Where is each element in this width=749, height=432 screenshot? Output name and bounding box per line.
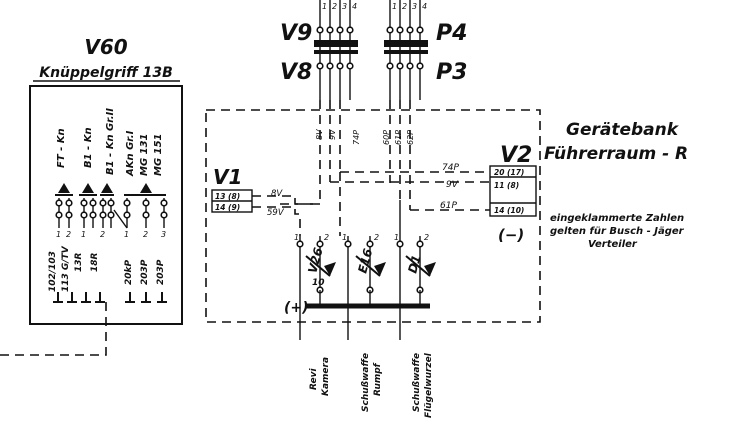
v60-wire-label: 13R (74, 252, 84, 272)
horizontal-wire-lines (330, 171, 490, 236)
v60-wire-label: 18R (90, 252, 100, 272)
v2-row: 11 (8) (494, 181, 519, 190)
v-pin-number: 4 (352, 2, 357, 11)
switch-name: V26 (305, 246, 325, 275)
v60-wire-label: 203P (156, 259, 166, 285)
v60-switch-label: B1 - Kn Gr.II (105, 108, 116, 175)
v-pin-number: 2 (332, 2, 337, 11)
switch-pin-number: 1 (342, 233, 347, 242)
vertical-wire-label: 9V (328, 129, 337, 140)
v60-pin-number: 2 (66, 230, 71, 239)
v60-switch-label: B1 - Kn (83, 127, 94, 168)
p-connector-plug (384, 0, 428, 100)
vertical-wire-label: 61P (394, 130, 403, 145)
output-label: Revi (309, 368, 319, 390)
vertical-wire-label: 60P (382, 130, 391, 145)
v60-terminals (53, 292, 167, 303)
v9-label: V9 (280, 21, 312, 46)
v60-switch-label: AKn Gr.I (125, 130, 136, 177)
p-pin-number: 1 (392, 2, 397, 11)
v60-switch-label: MG 131 (139, 133, 150, 176)
output-label: Schußwaffe (412, 353, 422, 412)
v1-row: 14 (9) (215, 203, 240, 212)
v2-polarity: (−) (498, 226, 524, 244)
v60-pin-number: 3 (161, 230, 166, 239)
note-line: gelten für Busch - Jäger (550, 226, 685, 237)
v1-row: 13 (8) (215, 192, 240, 201)
switch-e16 (344, 236, 386, 294)
v60-pin-number: 2 (100, 230, 105, 239)
output-label: Rumpf (373, 362, 383, 396)
output-label: Flügelwurzel (424, 352, 434, 418)
v60-wire-label: 102/103 (48, 251, 58, 292)
p-pin-number: 4 (422, 2, 427, 11)
v2-row: 20 (17) (494, 168, 524, 177)
v2-wire-label: 61P (440, 201, 457, 211)
switch-pin-number: 2 (324, 233, 329, 242)
v1-title: V1 (213, 165, 242, 189)
v2-wire-label: 74P (442, 163, 459, 173)
v1-wire-top (252, 195, 320, 205)
switch-pin-number: 1 (294, 233, 299, 242)
v-pin-number: 1 (322, 2, 327, 11)
vertical-wire-label: 62P (406, 130, 415, 145)
vertical-wire-lines (278, 100, 411, 210)
note-line: Verteiler (588, 239, 638, 250)
switch-pin-number: 2 (424, 233, 429, 242)
switch-d1 (396, 200, 436, 294)
bus-polarity: (+) (284, 300, 309, 316)
v60-contacts (55, 198, 168, 229)
v8-label: V8 (280, 60, 312, 85)
geraetebank-subtitle: Führerraum - R (544, 144, 688, 164)
note-line: eingeklammerte Zahlen (550, 213, 684, 224)
v1-wire-bottom (252, 206, 301, 236)
v-pin-number: 3 (342, 2, 347, 11)
switch-name: D1 (405, 253, 423, 274)
v60-switch-label: MG 151 (153, 133, 164, 176)
v60-title: V60 (84, 35, 127, 59)
v60-pin-number: 1 (56, 230, 61, 239)
v2-box (489, 165, 537, 217)
v-connector-plug (314, 0, 358, 100)
v1-wire-label: 59V (267, 208, 285, 218)
switch-name: E16 (355, 247, 375, 275)
switch-pin-number: 1 (394, 233, 399, 242)
geraetebank-box (205, 109, 541, 323)
p-pin-number: 2 (402, 2, 407, 11)
vertical-wire-label: 74P (352, 130, 361, 145)
output-label: Schußwaffe (361, 353, 371, 412)
output-label: Kamera (321, 357, 331, 396)
v60-pin-number: 2 (143, 230, 148, 239)
v60-wire-label: 20kP (124, 259, 134, 285)
v60-switch-label: FT - Kn (56, 128, 67, 168)
v1-wire-label: 8V (271, 189, 283, 199)
v60-wire-label: 203P (140, 259, 150, 285)
v60-cable (0, 302, 107, 356)
switch-number: 10 (312, 278, 325, 288)
v2-title: V2 (500, 143, 532, 168)
vertical-wire-label: 8V (315, 129, 324, 140)
v60-pin-number: 1 (124, 230, 129, 239)
p-pin-number: 3 (412, 2, 417, 11)
geraetebank-title: Gerätebank (566, 120, 680, 140)
switch-pin-number: 2 (374, 233, 379, 242)
p4-label: P4 (436, 21, 467, 46)
v60-pin-number: 1 (81, 230, 86, 239)
v60-wire-label: 113 G/TV (61, 245, 71, 292)
v2-row: 14 (10) (494, 206, 524, 215)
v60-actuators (55, 183, 166, 196)
switch-v26 (296, 236, 336, 294)
v60-subtitle: Knüppelgriff 13B (39, 65, 173, 81)
p3-label: P3 (436, 60, 467, 85)
v2-wire-label: 9V (446, 180, 459, 190)
